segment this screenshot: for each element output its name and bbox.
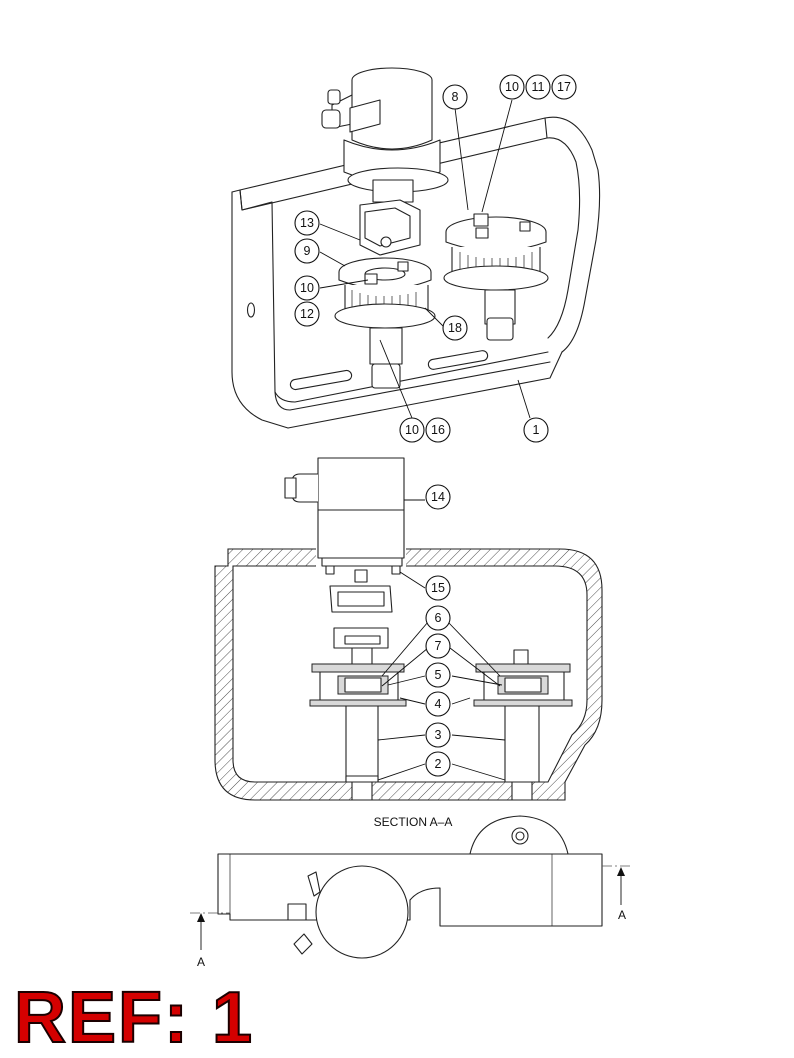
motor-top bbox=[321, 67, 449, 203]
balloon-15: 15 bbox=[425, 575, 451, 601]
svg-text:8: 8 bbox=[452, 90, 459, 104]
pulley-section-left bbox=[309, 663, 407, 801]
balloon-3: 3 bbox=[425, 722, 451, 748]
svg-text:12: 12 bbox=[300, 307, 314, 321]
balloon-9: 9 bbox=[294, 238, 320, 264]
svg-text:13: 13 bbox=[300, 216, 314, 230]
svg-text:15: 15 bbox=[431, 581, 445, 595]
balloon-10: 10 bbox=[399, 417, 425, 443]
svg-text:17: 17 bbox=[557, 80, 571, 94]
balloon-5: 5 bbox=[425, 662, 451, 688]
svg-text:14: 14 bbox=[431, 490, 445, 504]
balloon-18: 18 bbox=[442, 315, 468, 341]
svg-text:2: 2 bbox=[435, 757, 442, 771]
pulley-section-right bbox=[473, 649, 573, 801]
callout-balloons: 8 10 11 17 13 9 10 12 18 10 16 1 14 15 6… bbox=[294, 74, 577, 777]
section-title: SECTION A–A bbox=[374, 815, 453, 829]
svg-text:10: 10 bbox=[405, 423, 419, 437]
svg-text:10: 10 bbox=[300, 281, 314, 295]
pulley-right bbox=[443, 213, 549, 341]
balloon-16: 16 bbox=[425, 417, 451, 443]
svg-text:11: 11 bbox=[532, 80, 545, 94]
motor-section bbox=[284, 457, 405, 575]
svg-text:18: 18 bbox=[448, 321, 462, 335]
section-view bbox=[214, 457, 603, 801]
section-marker-left: A bbox=[197, 955, 205, 969]
balloon-10: 10 bbox=[499, 74, 525, 100]
balloon-14: 14 bbox=[425, 484, 451, 510]
balloon-4: 4 bbox=[425, 691, 451, 717]
svg-text:10: 10 bbox=[505, 80, 519, 94]
balloon-17: 17 bbox=[551, 74, 577, 100]
section-marker-right: A bbox=[618, 908, 626, 922]
svg-text:3: 3 bbox=[435, 728, 442, 742]
balloon-8: 8 bbox=[442, 84, 468, 110]
balloon-2: 2 bbox=[425, 751, 451, 777]
svg-text:5: 5 bbox=[435, 668, 442, 682]
svg-text:6: 6 bbox=[435, 611, 442, 625]
svg-text:16: 16 bbox=[431, 423, 445, 437]
balloon-1: 1 bbox=[523, 417, 549, 443]
isometric-view bbox=[231, 67, 601, 429]
svg-text:4: 4 bbox=[435, 697, 442, 711]
svg-text:9: 9 bbox=[304, 244, 311, 258]
svg-text:7: 7 bbox=[435, 639, 442, 653]
balloon-10: 10 bbox=[294, 275, 320, 301]
balloon-7: 7 bbox=[425, 633, 451, 659]
balloon-11: 11 bbox=[525, 74, 551, 100]
balloon-13: 13 bbox=[294, 210, 320, 236]
pulley-left bbox=[334, 257, 436, 389]
balloon-6: 6 bbox=[425, 605, 451, 631]
balloon-12: 12 bbox=[294, 301, 320, 327]
plan-view bbox=[190, 815, 630, 959]
ref-label: REF: 1 bbox=[13, 978, 255, 1058]
svg-text:1: 1 bbox=[533, 423, 540, 437]
